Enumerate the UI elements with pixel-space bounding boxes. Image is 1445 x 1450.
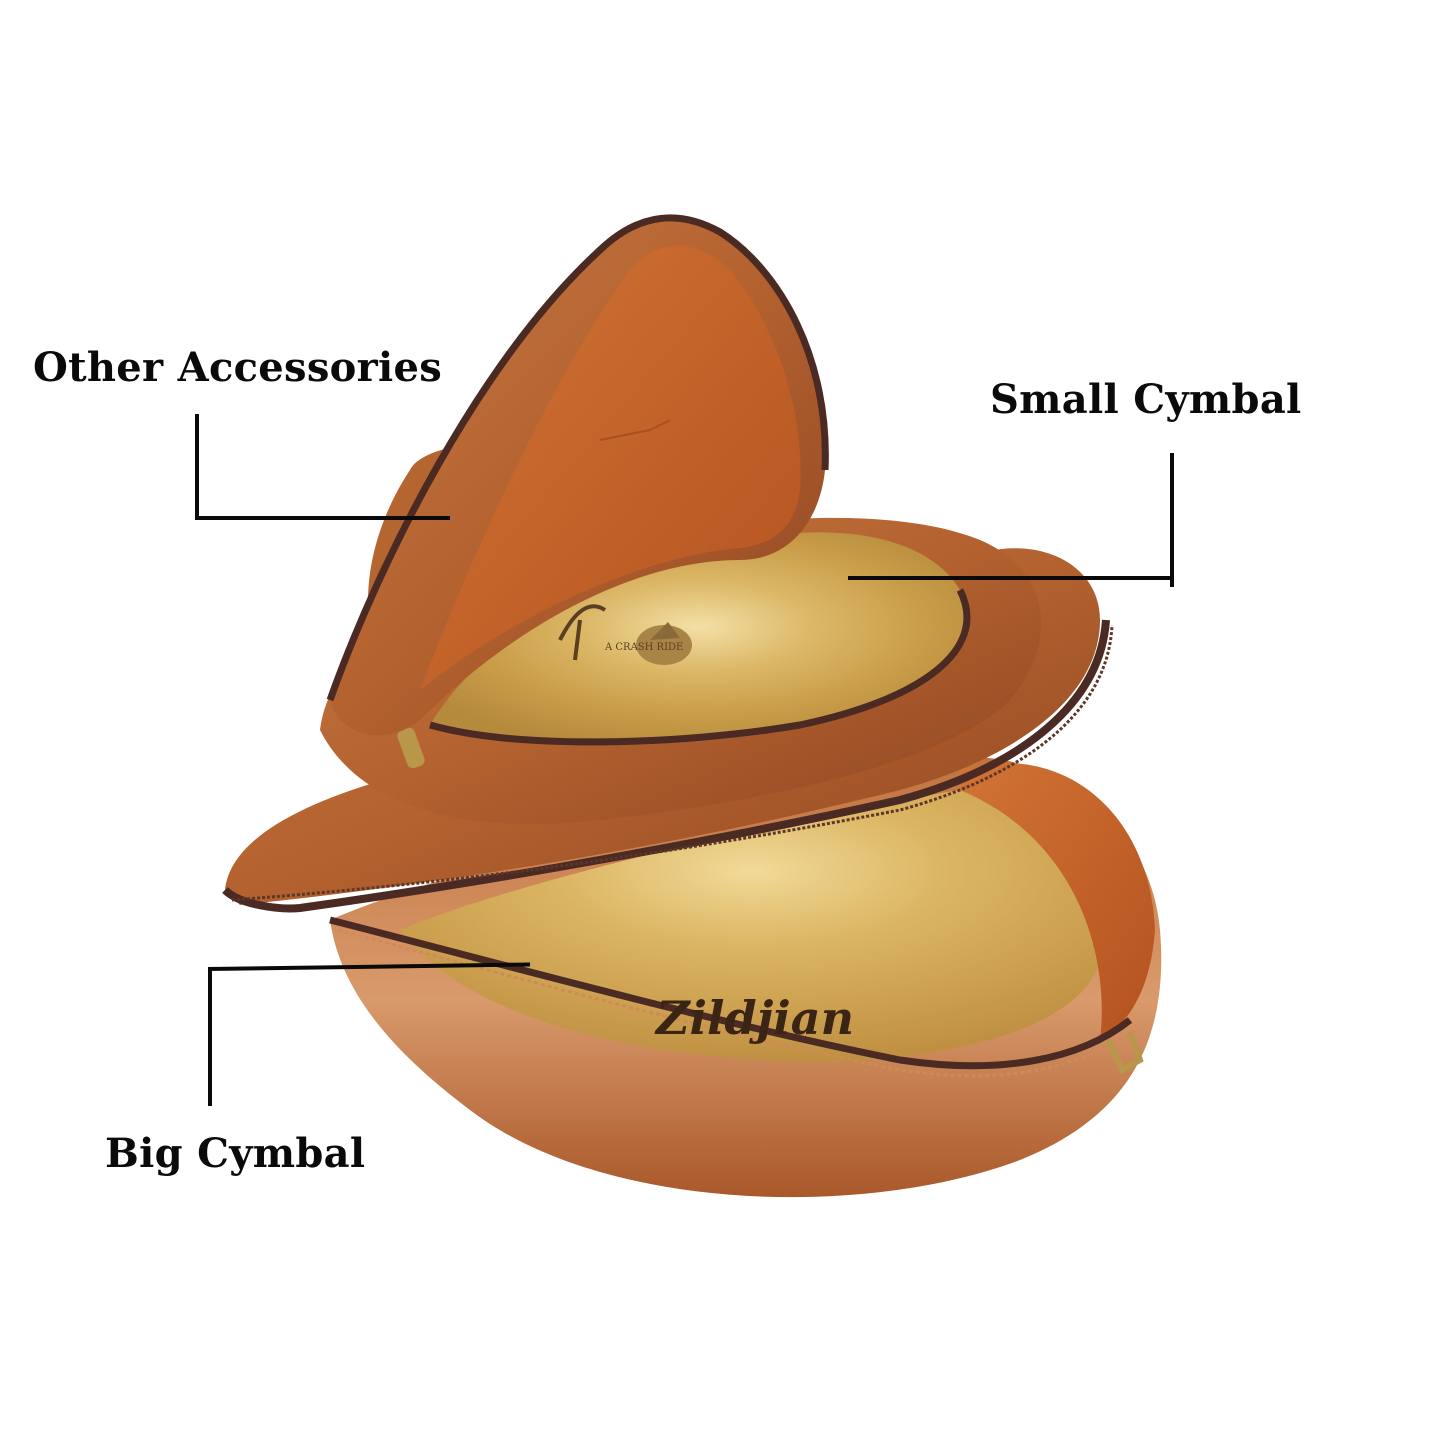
leader-line-small-vertical [1170, 453, 1174, 587]
leader-line-small-horizontal [848, 576, 1174, 580]
accessories-pocket [326, 214, 829, 736]
label-small-cymbal: Small Cymbal [990, 376, 1302, 423]
label-big-cymbal: Big Cymbal [105, 1130, 366, 1177]
zildjian-logo: Zildjian [654, 991, 854, 1045]
small-cymbal-marking: A CRASH RIDE [604, 642, 683, 653]
leader-line-other-vertical [195, 414, 199, 520]
label-other-accessories: Other Accessories [33, 344, 443, 391]
leader-line-big-vertical [208, 970, 212, 1106]
leader-line-other-horizontal [195, 516, 450, 520]
zipper-pull [397, 727, 425, 769]
